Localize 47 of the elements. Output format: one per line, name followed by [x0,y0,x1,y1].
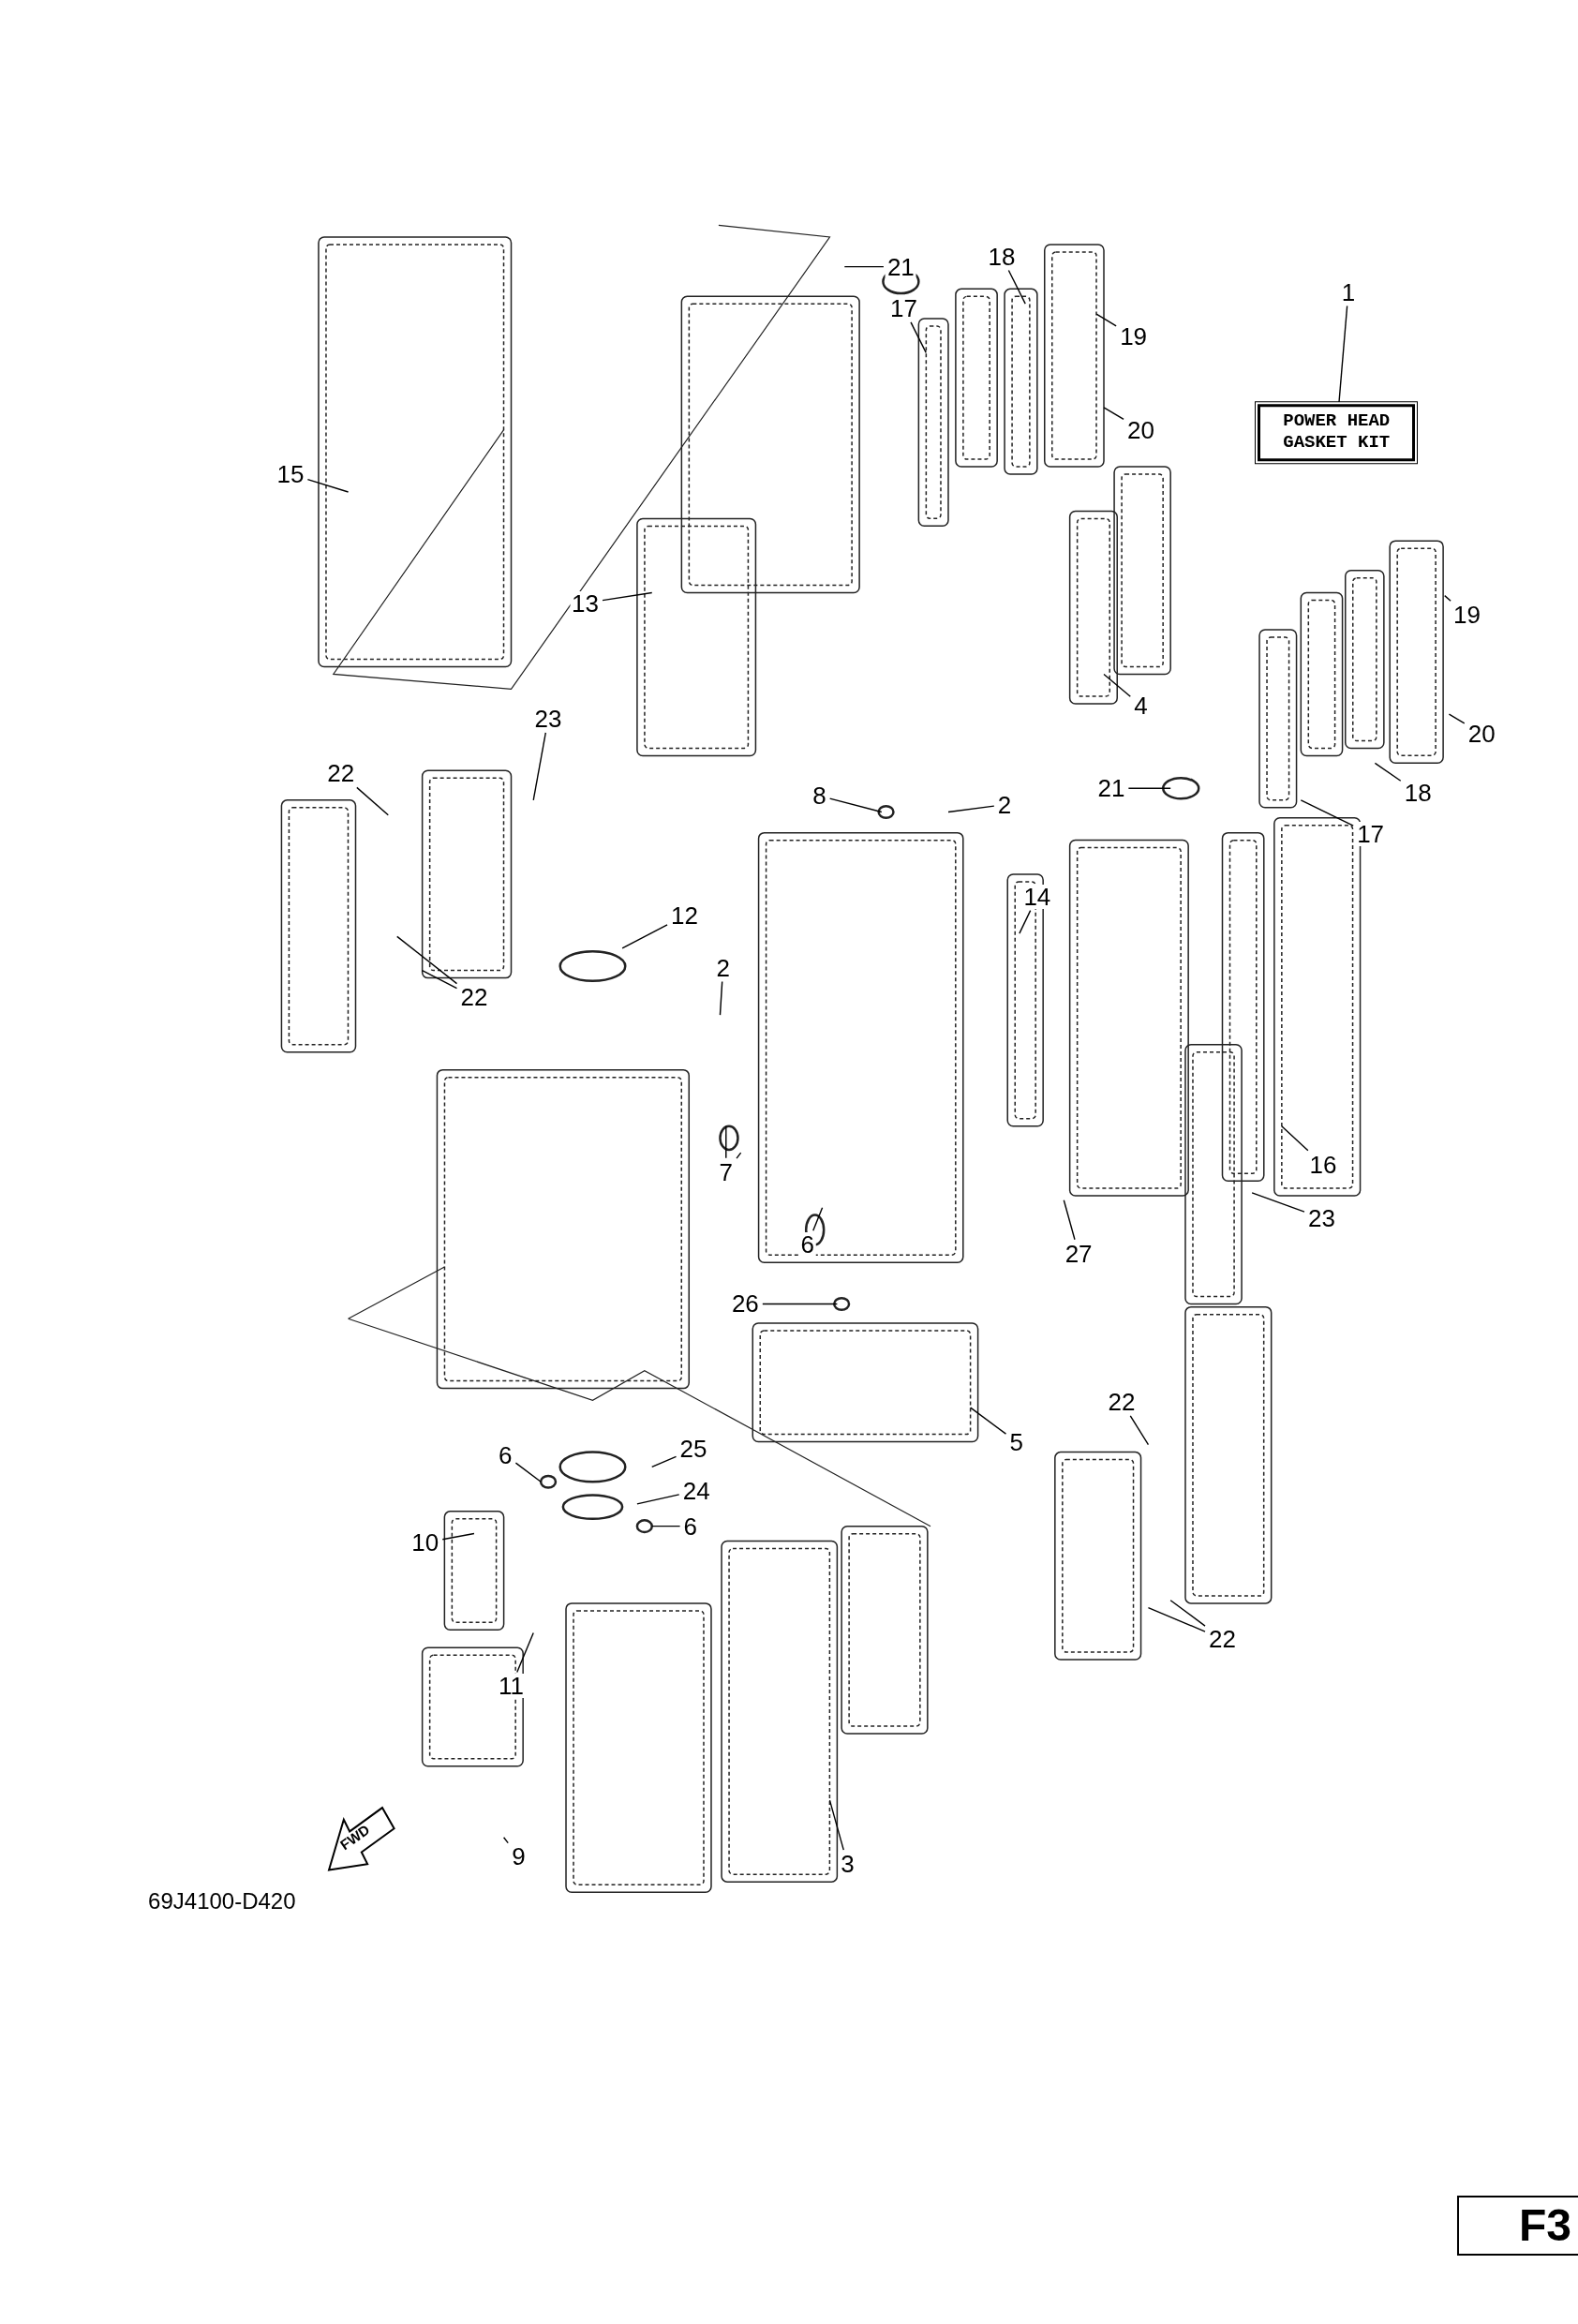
leader-line [621,924,668,949]
leader-line [441,1532,475,1541]
leader-line [1448,713,1466,724]
leader-line [306,478,350,493]
leader-line [947,805,995,813]
leader-line [1129,1415,1150,1446]
leader-line [719,980,723,1016]
leader-line [421,970,458,990]
leader-line [356,786,389,816]
leader-line [812,1207,824,1231]
leader-line [725,1125,727,1159]
callout-number: 11 [497,1674,526,1699]
leader-line [1251,1192,1305,1213]
leader-line [1127,787,1171,789]
leader-line [843,265,885,268]
leader-line [1169,1600,1206,1627]
leader-line [828,1799,844,1851]
leader-line [1103,673,1131,697]
leader-line [502,1837,509,1844]
leader-line [1007,269,1026,305]
leader-line [1281,1125,1309,1152]
leader-line [636,1494,680,1505]
leader-line [1019,909,1032,934]
leader-line [828,797,883,813]
leader-line [1444,594,1451,602]
leader-line [516,1631,534,1674]
leader-line [1095,313,1117,327]
leader-line [762,1303,839,1305]
leader-line [1338,305,1348,403]
leader-line [910,321,927,354]
leader-line [396,935,458,985]
leader-line [1063,1199,1076,1241]
leader-line [651,1455,677,1468]
leader-line [970,1407,1007,1435]
leader-line [1300,799,1354,827]
leader-line [1147,1606,1206,1632]
leader-line [514,1462,542,1482]
leader-line [736,1152,742,1159]
diagram-code: 69J4100-D420 [148,1886,296,1915]
callout-number: 6 [798,1232,816,1258]
leader-line [1374,762,1402,782]
leader-line [1103,407,1124,421]
leader-line [651,1525,681,1527]
leader-line [532,732,547,801]
kit-label-box: POWER HEAD GASKET KIT [1258,403,1416,462]
page-code: F3 [1457,2196,1578,2256]
leader-line [602,591,653,602]
